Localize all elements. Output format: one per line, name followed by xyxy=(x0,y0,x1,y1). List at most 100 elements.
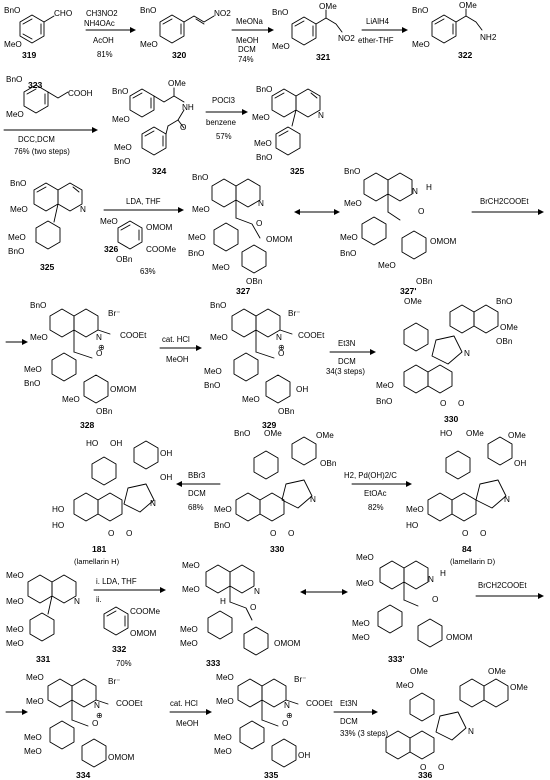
svg-text:BnO: BnO xyxy=(112,87,128,96)
svg-text:OMOM: OMOM xyxy=(274,639,301,648)
svg-text:MeO: MeO xyxy=(242,395,260,404)
svg-text:OMe: OMe xyxy=(404,297,422,306)
svg-text:NH2: NH2 xyxy=(480,33,497,42)
equilibrium-327-327p xyxy=(294,209,340,215)
svg-text:327': 327' xyxy=(400,286,416,296)
svg-text:MeOH: MeOH xyxy=(236,36,259,45)
svg-text:cat. HCl: cat. HCl xyxy=(162,335,190,344)
svg-text:OBn: OBn xyxy=(416,277,433,286)
compound-336: OMe MeO OMe OMe N O O 336 xyxy=(385,667,528,780)
svg-text:327: 327 xyxy=(236,286,251,296)
svg-text:O: O xyxy=(438,763,444,772)
svg-text:Br⁻: Br⁻ xyxy=(108,309,121,318)
arrow-329-330: Et3N DCM 34(3 steps) xyxy=(326,339,376,376)
svg-text:BnO: BnO xyxy=(140,6,156,15)
svg-text:BnO: BnO xyxy=(256,85,272,94)
compound-331: MeO MeO N MeO MeO 331 xyxy=(6,571,80,664)
svg-text:HO: HO xyxy=(406,521,418,530)
svg-text:O: O xyxy=(180,123,186,132)
svg-text:336: 336 xyxy=(418,770,433,780)
svg-text:O: O xyxy=(256,219,262,228)
svg-text:335: 335 xyxy=(264,770,279,780)
svg-text:MeO: MeO xyxy=(356,579,374,588)
compound-323: BnO MeO COOH 323 xyxy=(6,75,93,119)
svg-text:O: O xyxy=(458,399,464,408)
compound-335: MeO MeO N Br⁻ COOEt ⊕ MeO MeO O OH 335 xyxy=(214,673,333,780)
compound-327p: BnO MeO N H O MeO BnO OMOM MeO OBn 327' xyxy=(340,167,457,296)
svg-text:N: N xyxy=(464,349,470,358)
svg-text:MeO: MeO xyxy=(272,42,290,51)
svg-text:N: N xyxy=(284,701,290,710)
svg-text:O: O xyxy=(288,529,294,538)
svg-text:HO: HO xyxy=(86,439,98,448)
svg-text:MeO: MeO xyxy=(10,205,28,214)
svg-text:O: O xyxy=(462,529,468,538)
svg-text:OMe: OMe xyxy=(466,429,484,438)
svg-text:benzene: benzene xyxy=(206,118,236,127)
svg-text:NH: NH xyxy=(182,103,194,112)
compound-322: BnO MeO OMe NH2 322 xyxy=(412,1,497,60)
svg-text:O: O xyxy=(282,719,288,728)
svg-text:POCl3: POCl3 xyxy=(212,96,235,105)
svg-text:MeO: MeO xyxy=(214,747,232,756)
svg-text:O: O xyxy=(108,529,114,538)
svg-text:DCM: DCM xyxy=(338,357,356,366)
svg-text:MeO: MeO xyxy=(180,625,198,634)
svg-text:N: N xyxy=(310,495,316,504)
svg-text:331: 331 xyxy=(36,654,51,664)
svg-text:BnO: BnO xyxy=(188,249,204,258)
svg-text:OH: OH xyxy=(160,449,172,458)
svg-text:MeO: MeO xyxy=(204,367,222,376)
svg-text:OBn: OBn xyxy=(496,337,513,346)
svg-text:BnO: BnO xyxy=(210,301,226,310)
svg-text:MeO: MeO xyxy=(210,333,228,342)
svg-text:H2, Pd(OH)2/C: H2, Pd(OH)2/C xyxy=(344,471,397,480)
svg-text:OBn: OBn xyxy=(246,277,263,286)
svg-text:N: N xyxy=(318,111,324,120)
svg-text:MeO: MeO xyxy=(352,619,370,628)
svg-text:MeO: MeO xyxy=(252,113,270,122)
svg-text:Br⁻: Br⁻ xyxy=(108,677,121,686)
svg-text:MeO: MeO xyxy=(182,561,200,570)
svg-text:OH: OH xyxy=(160,473,172,482)
svg-text:BnO: BnO xyxy=(6,75,22,84)
svg-text:MeOH: MeOH xyxy=(166,355,189,364)
svg-text:MeO: MeO xyxy=(8,233,26,242)
svg-text:63%: 63% xyxy=(140,267,156,276)
svg-text:OH: OH xyxy=(298,751,310,760)
svg-text:MeO: MeO xyxy=(4,40,22,49)
svg-text:OMe: OMe xyxy=(319,2,337,11)
arrow-319-320: CH3NO2 NH4OAc AcOH 81% xyxy=(84,9,136,59)
svg-text:O: O xyxy=(126,529,132,538)
svg-text:81%: 81% xyxy=(97,50,113,59)
svg-text:O: O xyxy=(92,719,98,728)
svg-text:BnO: BnO xyxy=(24,379,40,388)
svg-text:N: N xyxy=(254,587,260,596)
svg-text:COOH: COOH xyxy=(68,89,93,98)
svg-text:Et3N: Et3N xyxy=(340,699,357,708)
svg-text:MeO: MeO xyxy=(216,697,234,706)
svg-text:OBn: OBn xyxy=(278,407,295,416)
svg-text:OMOM: OMOM xyxy=(108,753,135,762)
svg-text:70%: 70% xyxy=(116,659,132,668)
svg-text:EtOAc: EtOAc xyxy=(364,489,387,498)
svg-text:OMOM: OMOM xyxy=(266,235,293,244)
svg-text:MeO: MeO xyxy=(6,625,24,634)
svg-text:MeO: MeO xyxy=(182,585,200,594)
svg-text:BnO: BnO xyxy=(272,8,288,17)
svg-text:OMe: OMe xyxy=(459,1,477,10)
svg-text:MeO: MeO xyxy=(112,115,130,124)
arrow-322-324: DCC,DCM 76% (two steps) xyxy=(3,127,98,156)
svg-text:MeO: MeO xyxy=(140,40,158,49)
arrow-into-334 xyxy=(5,709,28,715)
svg-text:BrCH2COOEt: BrCH2COOEt xyxy=(478,581,527,590)
svg-text:MeO: MeO xyxy=(192,205,210,214)
svg-text:⊕: ⊕ xyxy=(98,343,105,352)
svg-text:333': 333' xyxy=(388,654,404,664)
svg-text:O: O xyxy=(440,399,446,408)
svg-text:76% (two steps): 76% (two steps) xyxy=(14,147,70,156)
svg-text:MeO: MeO xyxy=(24,365,42,374)
svg-text:⊕: ⊕ xyxy=(286,711,293,720)
svg-text:O: O xyxy=(418,207,424,216)
svg-text:BnO: BnO xyxy=(412,6,428,15)
